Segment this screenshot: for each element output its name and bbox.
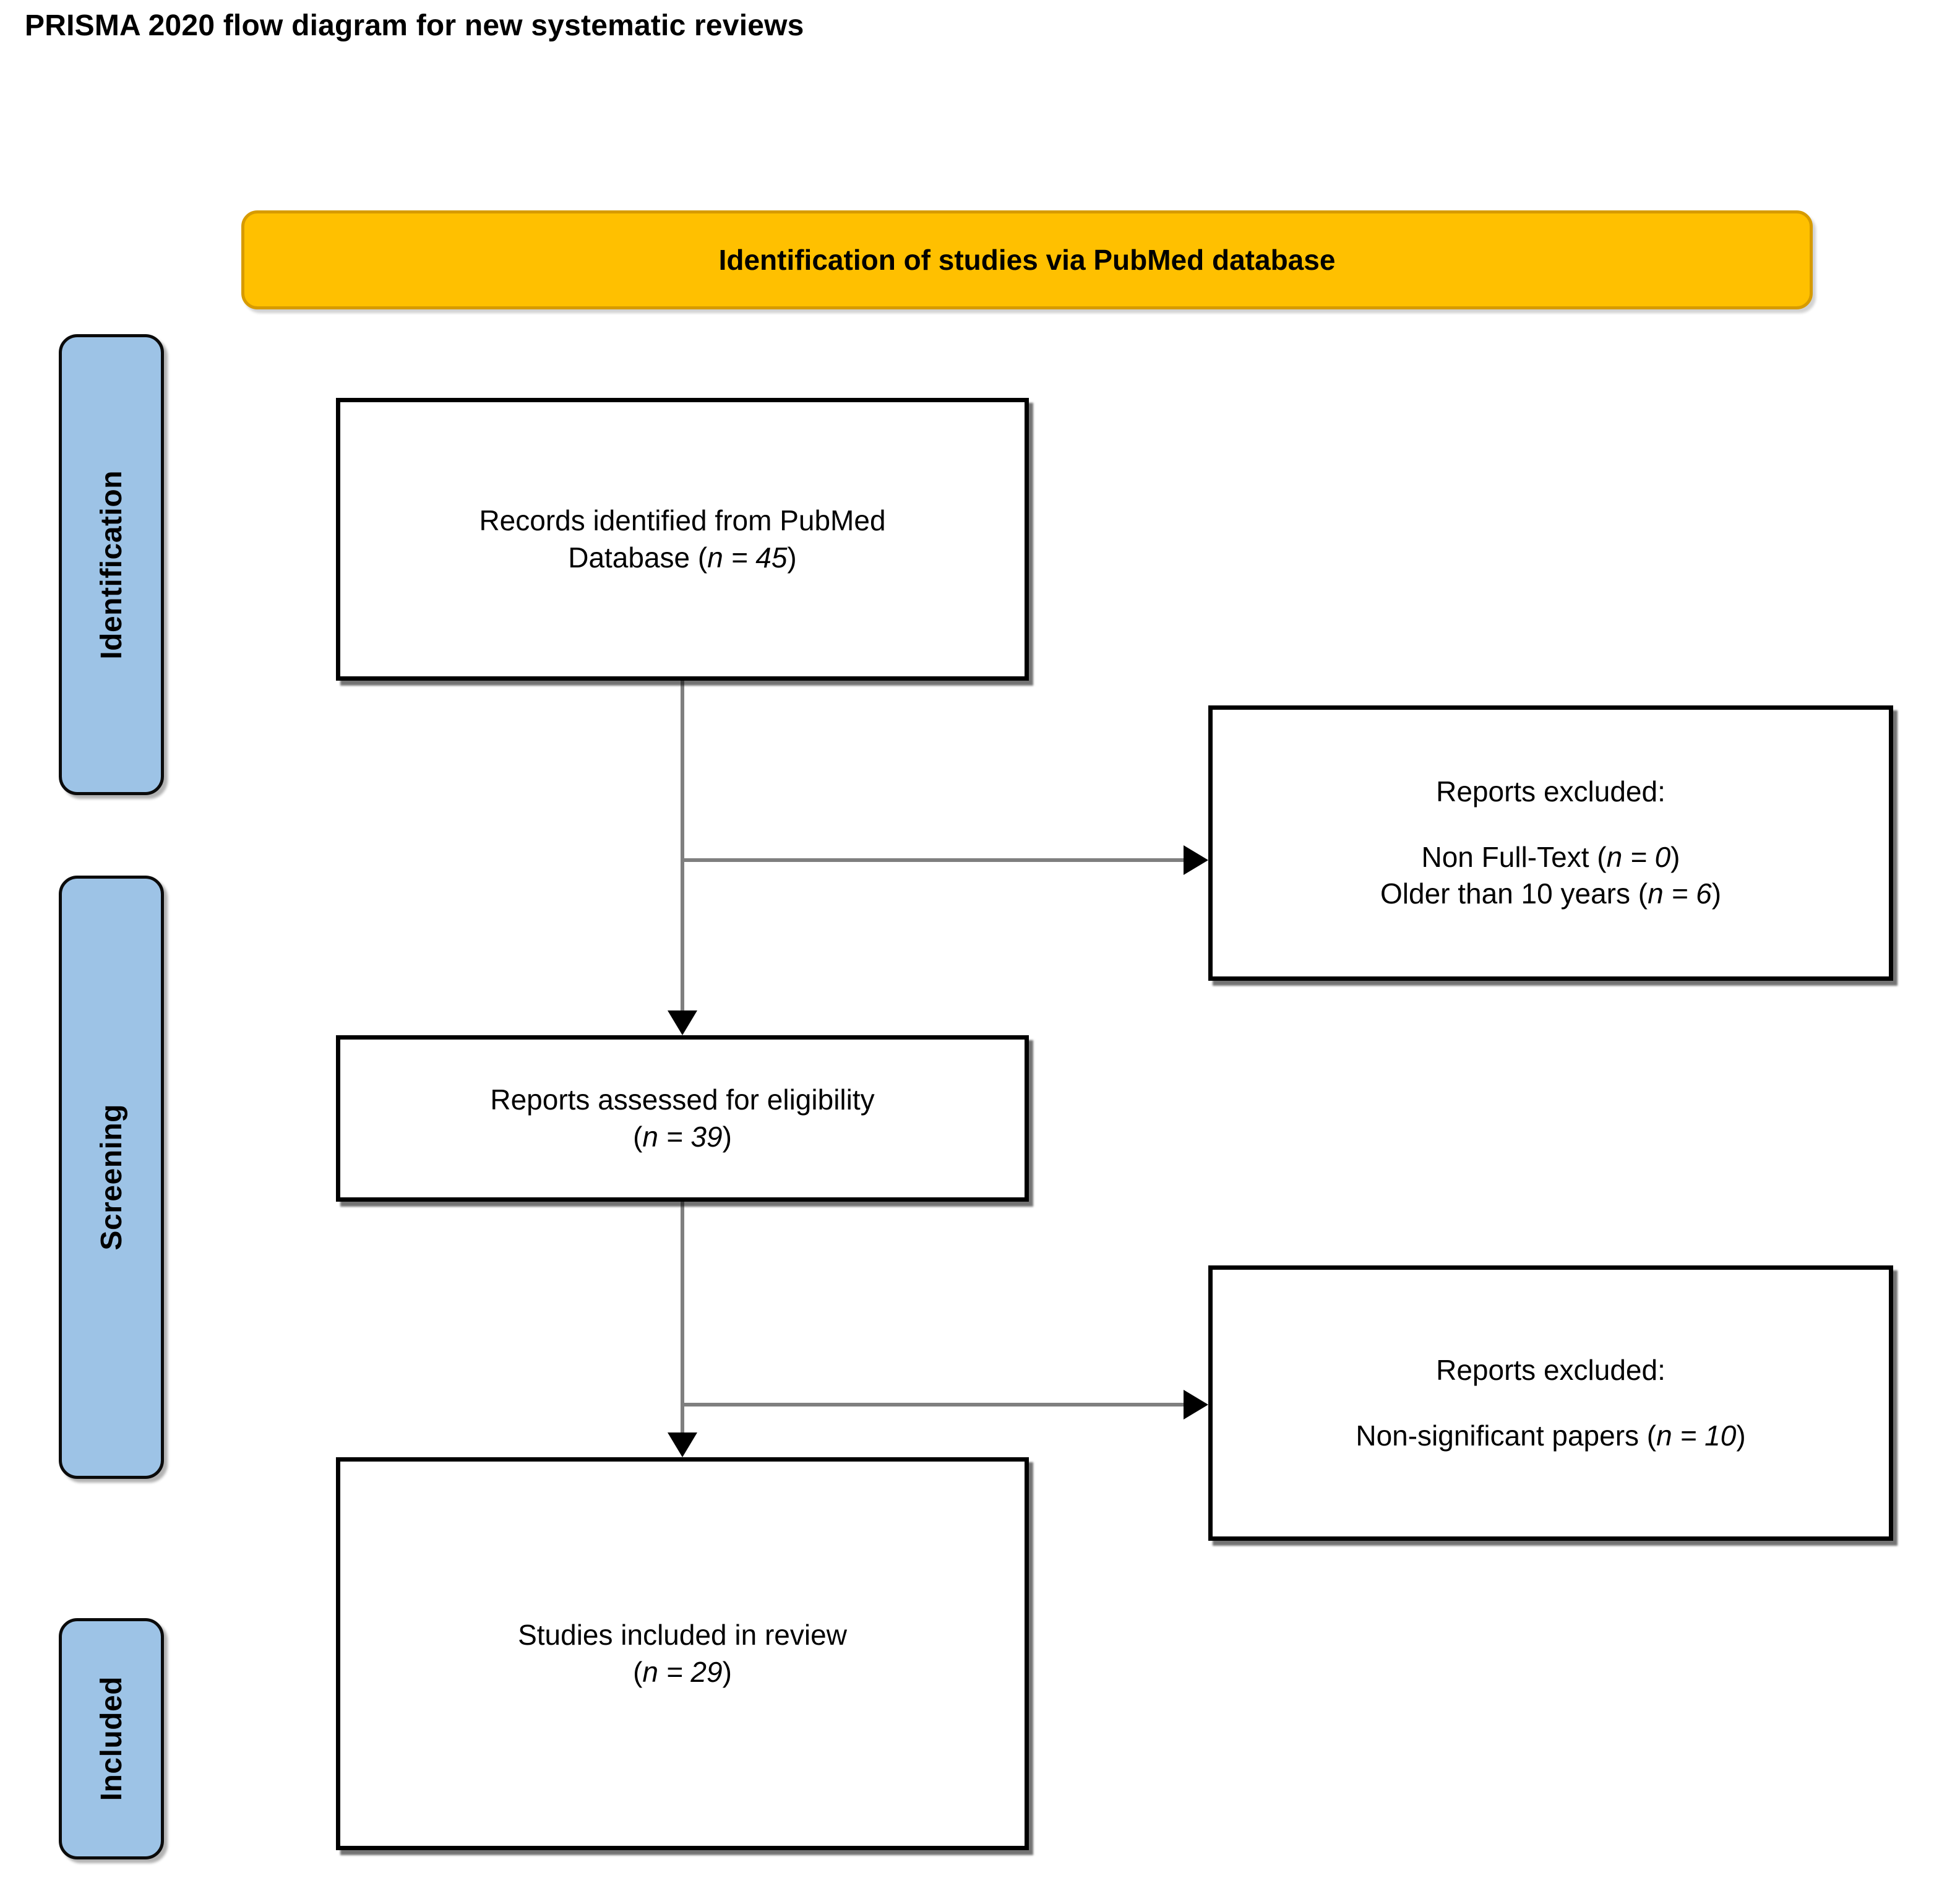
- box-excluded-screening-item1-count: n = 0: [1606, 840, 1671, 873]
- box-records-identified-line2-suffix: ): [787, 541, 797, 574]
- box-studies-included-line1: Studies included in review: [518, 1618, 847, 1651]
- box-studies-included-text: Studies included in review (n = 29): [507, 1617, 858, 1691]
- box-excluded-screening-item2-suffix: ): [1711, 877, 1722, 910]
- box-studies-included-line2-count: n = 29: [642, 1655, 723, 1688]
- phase-label-included-text: Included: [95, 1676, 128, 1801]
- box-excluded-eligibility-item1-suffix: ): [1736, 1419, 1746, 1452]
- box-studies-included-line2-suffix: ): [722, 1655, 732, 1688]
- box-reports-assessed-text: Reports assessed for eligibility (n = 39…: [479, 1082, 885, 1156]
- arrowhead-identified-to-assessed: [668, 1010, 697, 1035]
- box-excluded-eligibility-item1-prefix: Non-significant papers (: [1356, 1419, 1657, 1452]
- box-records-identified-line2-count: n = 45: [707, 541, 788, 574]
- connector-identified-to-excluded-screening: [681, 858, 1188, 862]
- box-excluded-eligibility: Reports excluded: Non-significant papers…: [1208, 1265, 1893, 1541]
- identification-source-banner: Identification of studies via PubMed dat…: [241, 210, 1813, 309]
- box-excluded-screening-item1-prefix: Non Full-Text (: [1421, 840, 1607, 873]
- box-excluded-eligibility-spacer: [1356, 1389, 1745, 1418]
- connector-assessed-to-included: [681, 1202, 684, 1437]
- phase-label-screening-text: Screening: [95, 1104, 128, 1251]
- box-excluded-screening-item2-prefix: Older than 10 years (: [1380, 877, 1648, 910]
- box-reports-assessed-line2-prefix: (: [633, 1120, 643, 1153]
- phase-label-identification: Identification: [59, 334, 164, 795]
- box-excluded-eligibility-heading: Reports excluded:: [1436, 1353, 1665, 1386]
- box-excluded-screening-item1-suffix: ): [1670, 840, 1680, 873]
- phase-label-identification-text: Identification: [95, 470, 128, 660]
- arrowhead-identified-to-excluded-screening: [1184, 845, 1208, 875]
- phase-label-included: Included: [59, 1618, 164, 1859]
- box-records-identified-text: Records identified from PubMed Database …: [468, 502, 896, 577]
- box-reports-assessed: Reports assessed for eligibility (n = 39…: [336, 1035, 1029, 1202]
- box-records-identified: Records identified from PubMed Database …: [336, 398, 1029, 681]
- box-studies-included: Studies included in review (n = 29): [336, 1457, 1029, 1850]
- box-excluded-screening-text: Reports excluded: Non Full-Text (n = 0) …: [1369, 773, 1732, 913]
- box-excluded-eligibility-text: Reports excluded: Non-significant papers…: [1344, 1352, 1756, 1455]
- arrowhead-assessed-to-excluded-eligibility: [1184, 1390, 1208, 1419]
- box-excluded-screening-spacer: [1380, 811, 1721, 839]
- box-reports-assessed-line2-count: n = 39: [642, 1120, 723, 1153]
- box-excluded-screening: Reports excluded: Non Full-Text (n = 0) …: [1208, 705, 1893, 981]
- page-title: PRISMA 2020 flow diagram for new systema…: [25, 9, 804, 42]
- identification-source-banner-label: Identification of studies via PubMed dat…: [718, 244, 1336, 276]
- connector-identified-to-assessed: [681, 681, 684, 1015]
- box-reports-assessed-line2-suffix: ): [722, 1120, 732, 1153]
- box-records-identified-line1: Records identified from PubMed: [479, 504, 886, 536]
- box-excluded-eligibility-item1-count: n = 10: [1656, 1419, 1737, 1452]
- arrowhead-assessed-to-included: [668, 1432, 697, 1457]
- box-studies-included-line2-prefix: (: [633, 1655, 643, 1688]
- phase-label-screening: Screening: [59, 876, 164, 1479]
- box-reports-assessed-line1: Reports assessed for eligibility: [490, 1083, 875, 1116]
- box-records-identified-line2-prefix: Database (: [568, 541, 708, 574]
- box-excluded-screening-heading: Reports excluded:: [1436, 775, 1665, 808]
- connector-assessed-to-excluded-eligibility: [681, 1403, 1188, 1406]
- box-excluded-screening-item2-count: n = 6: [1648, 877, 1712, 910]
